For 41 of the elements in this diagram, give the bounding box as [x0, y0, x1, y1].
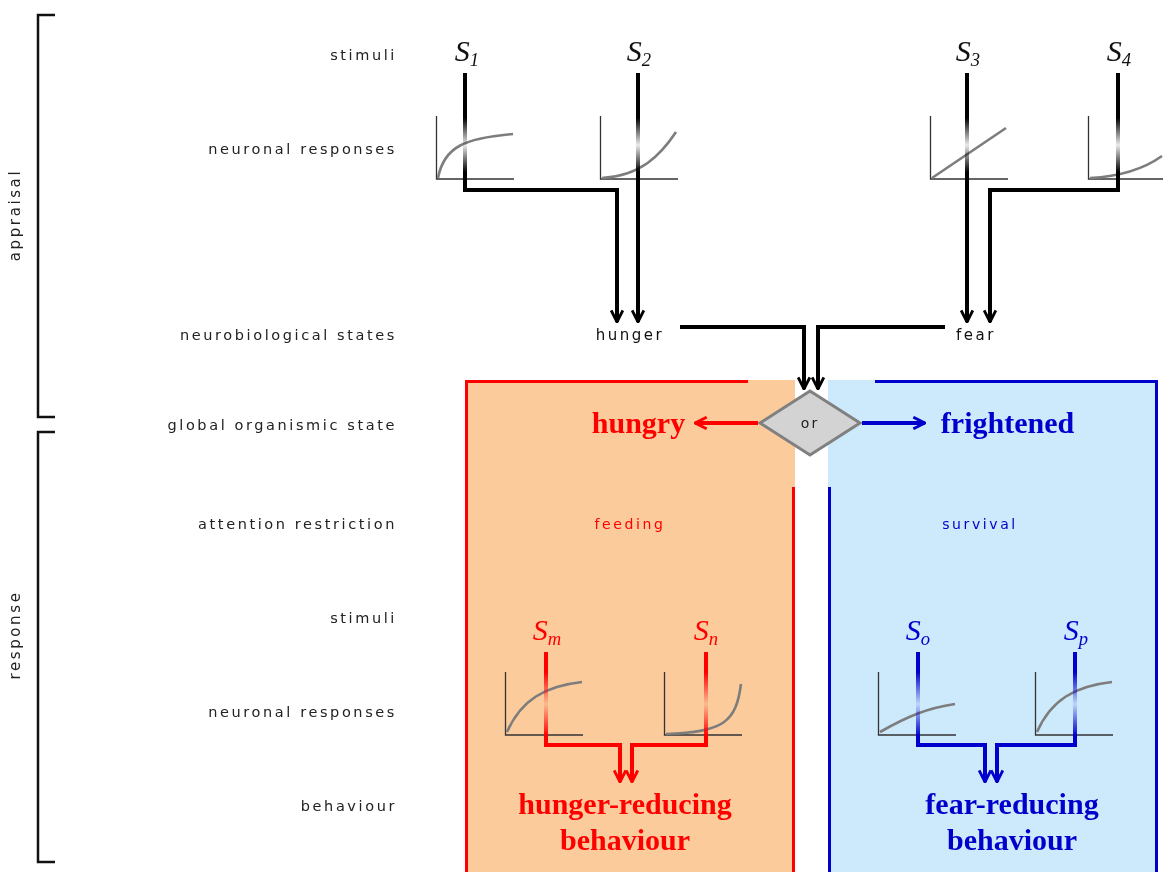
row-label: stimuli — [330, 46, 397, 65]
stimulus-label: S$_{1}$ — [447, 33, 487, 73]
focus-label: survival — [942, 515, 1018, 534]
state-heading: fear-reducing behaviour — [878, 782, 1146, 862]
arrow — [982, 73, 1120, 324]
row-label: neurobiological states — [179, 326, 397, 345]
section-label: response — [5, 590, 25, 680]
stimulus-label: S$_{n}$ — [684, 612, 728, 652]
row-label: neuronal responses — [208, 703, 397, 722]
stimulus-label: S$_{o}$ — [895, 612, 941, 652]
arrow — [862, 415, 927, 431]
arrow — [810, 325, 945, 391]
row-label: neuronal responses — [208, 140, 397, 159]
arrow — [959, 73, 975, 324]
arrow — [630, 73, 646, 324]
arrow — [989, 652, 1077, 784]
stimulus-label: S$_{m}$ — [524, 612, 570, 652]
stimulus-label: S$_{4}$ — [1098, 33, 1140, 73]
row-label: global organismic state — [167, 416, 397, 435]
section-label: appraisal — [5, 168, 25, 262]
stimulus-label: S$_{2}$ — [618, 33, 660, 73]
state-heading: frightened — [925, 403, 1090, 443]
state-label: hunger — [580, 322, 680, 348]
arrow — [624, 652, 708, 784]
state-label: fear — [945, 322, 1007, 348]
row-label: behaviour — [300, 797, 397, 816]
panel — [465, 380, 795, 872]
arrow — [680, 325, 812, 391]
state-heading: hunger-reducing behaviour — [492, 782, 758, 862]
stimulus-label: S$_{3}$ — [947, 33, 989, 73]
stimulus-label: S$_{p}$ — [1053, 612, 1099, 652]
state-heading: hungry — [582, 403, 695, 443]
focus-label: feeding — [594, 515, 666, 534]
arrow — [693, 415, 758, 431]
arrow — [544, 652, 628, 784]
row-label: attention restriction — [198, 515, 397, 534]
panel — [828, 380, 1158, 872]
arrow — [463, 73, 625, 324]
decision-diamond: or — [758, 389, 862, 457]
row-label: stimuli — [330, 609, 397, 628]
arrow — [916, 652, 993, 784]
